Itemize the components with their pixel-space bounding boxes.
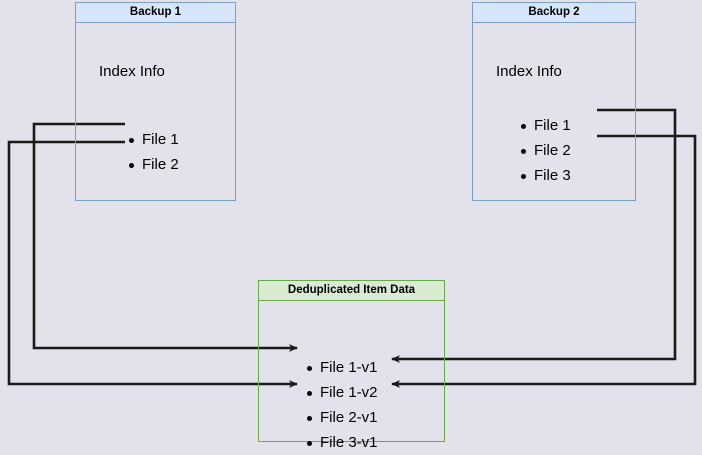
node-deduplicated-item-data-header: Deduplicated Item Data: [258, 280, 445, 301]
list-item: File 1-v2: [303, 380, 378, 405]
diagram-canvas: Backup 1 Index Info File 1 File 2 Backup…: [7, 2, 697, 451]
deduplicated-file-list: File 1-v1 File 1-v2 File 2-v1 File 3-v1: [303, 355, 378, 455]
list-item: File 1-v1: [303, 355, 378, 380]
node-backup-1[interactable]: Backup 1 Index Info File 1 File 2: [75, 2, 236, 201]
list-item: File 2: [125, 152, 179, 177]
list-item: File 2-v1: [303, 405, 378, 430]
node-deduplicated-item-data-body: File 1-v1 File 1-v2 File 2-v1 File 3-v1: [258, 301, 445, 451]
backup-2-index-info-label: Index Info: [496, 63, 562, 80]
node-backup-1-body: Index Info File 1 File 2: [75, 23, 236, 201]
node-backup-2[interactable]: Backup 2 Index Info File 1 File 2 File 3: [472, 2, 636, 201]
list-item: File 1: [125, 127, 179, 152]
list-item: File 2: [517, 138, 571, 163]
node-backup-2-header: Backup 2: [472, 2, 636, 23]
list-item: File 3: [517, 163, 571, 188]
list-item: File 1: [517, 113, 571, 138]
backup-1-index-info-label: Index Info: [99, 63, 165, 80]
backup-1-file-list: File 1 File 2: [125, 127, 179, 177]
node-backup-2-body: Index Info File 1 File 2 File 3: [472, 23, 636, 201]
node-backup-1-header: Backup 1: [75, 2, 236, 23]
backup-2-file-list: File 1 File 2 File 3: [517, 113, 571, 188]
node-deduplicated-item-data[interactable]: Deduplicated Item Data File 1-v1 File 1-…: [258, 280, 445, 451]
list-item: File 3-v1: [303, 430, 378, 455]
